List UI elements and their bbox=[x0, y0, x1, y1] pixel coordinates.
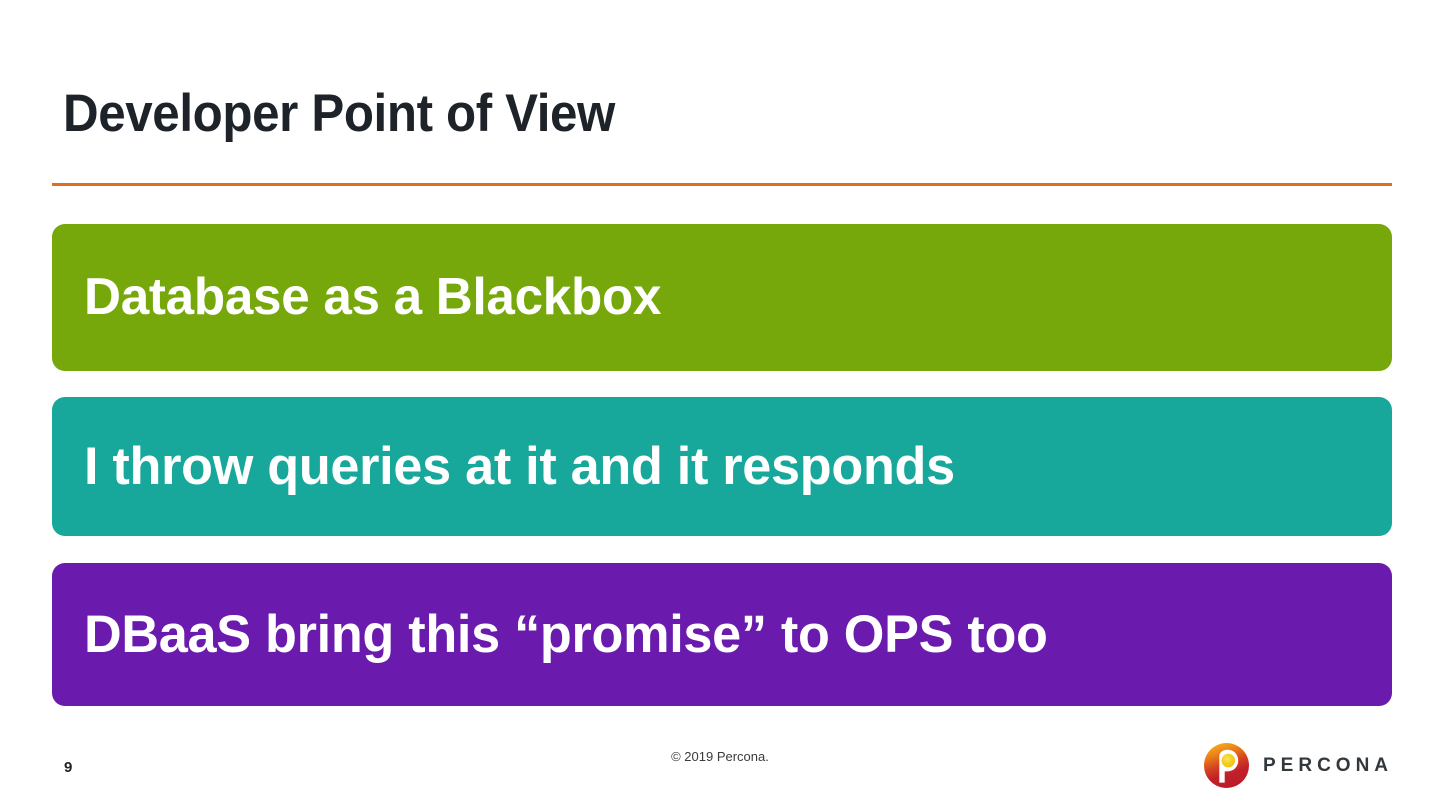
bar-throw-queries: I throw queries at it and it responds bbox=[52, 397, 1392, 536]
title-underline-rule bbox=[52, 183, 1392, 186]
percona-wordmark: PERCONA bbox=[1263, 755, 1394, 776]
bar-database-blackbox: Database as a Blackbox bbox=[52, 224, 1392, 371]
page-title: Developer Point of View bbox=[63, 84, 616, 143]
percona-logo: PERCONA bbox=[1204, 743, 1393, 788]
copyright-notice: © 2019 Percona. bbox=[671, 749, 769, 764]
page-number: 9 bbox=[64, 759, 73, 776]
bar-database-blackbox-label: Database as a Blackbox bbox=[84, 268, 662, 327]
percona-mark-svg bbox=[1204, 743, 1249, 788]
bar-dbaas-promise-label: DBaaS bring this “promise” to OPS too bbox=[84, 604, 1048, 664]
bar-throw-queries-label: I throw queries at it and it responds bbox=[84, 436, 955, 496]
percona-circle-p-logo-icon bbox=[1204, 743, 1249, 788]
bar-dbaas-promise: DBaaS bring this “promise” to OPS too bbox=[52, 563, 1392, 706]
